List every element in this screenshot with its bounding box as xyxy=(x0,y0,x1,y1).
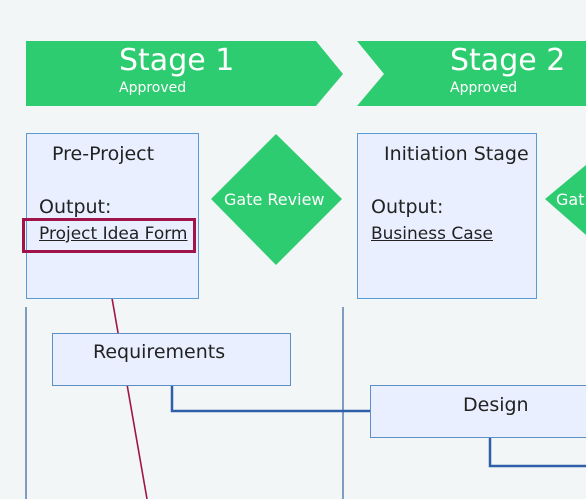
business-case-link[interactable]: Business Case xyxy=(371,224,493,244)
initiation-output-label: Output: xyxy=(371,196,444,218)
stage-2-status: Approved xyxy=(450,80,518,96)
project-idea-form-highlight xyxy=(22,218,196,253)
design-next-connector xyxy=(488,438,586,468)
requirements-box xyxy=(52,333,291,386)
stage-1-chevron xyxy=(26,41,343,106)
pre-project-output-label: Output: xyxy=(39,196,112,218)
design-box xyxy=(370,385,586,438)
initiation-stage-box xyxy=(357,133,537,299)
stage-2-chevron xyxy=(357,41,586,106)
project-idea-form-link[interactable]: Project Idea Form xyxy=(39,224,188,244)
design-label: Design xyxy=(463,394,529,416)
stage-1-title: Stage 1 xyxy=(119,43,235,78)
pre-project-box xyxy=(26,133,199,299)
gate-review-label-2: Gat xyxy=(556,190,585,209)
initiation-stage-title: Initiation Stage xyxy=(384,143,529,165)
requirements-label: Requirements xyxy=(93,341,226,363)
stage-2-title: Stage 2 xyxy=(450,43,566,78)
stage-1-status: Approved xyxy=(119,80,187,96)
gate-review-diamond xyxy=(211,134,342,265)
gate-review-diamond-2 xyxy=(545,165,586,235)
gate-review-label: Gate Review xyxy=(224,190,325,209)
requirements-design-connector xyxy=(170,386,372,413)
pre-project-title: Pre-Project xyxy=(52,143,155,165)
